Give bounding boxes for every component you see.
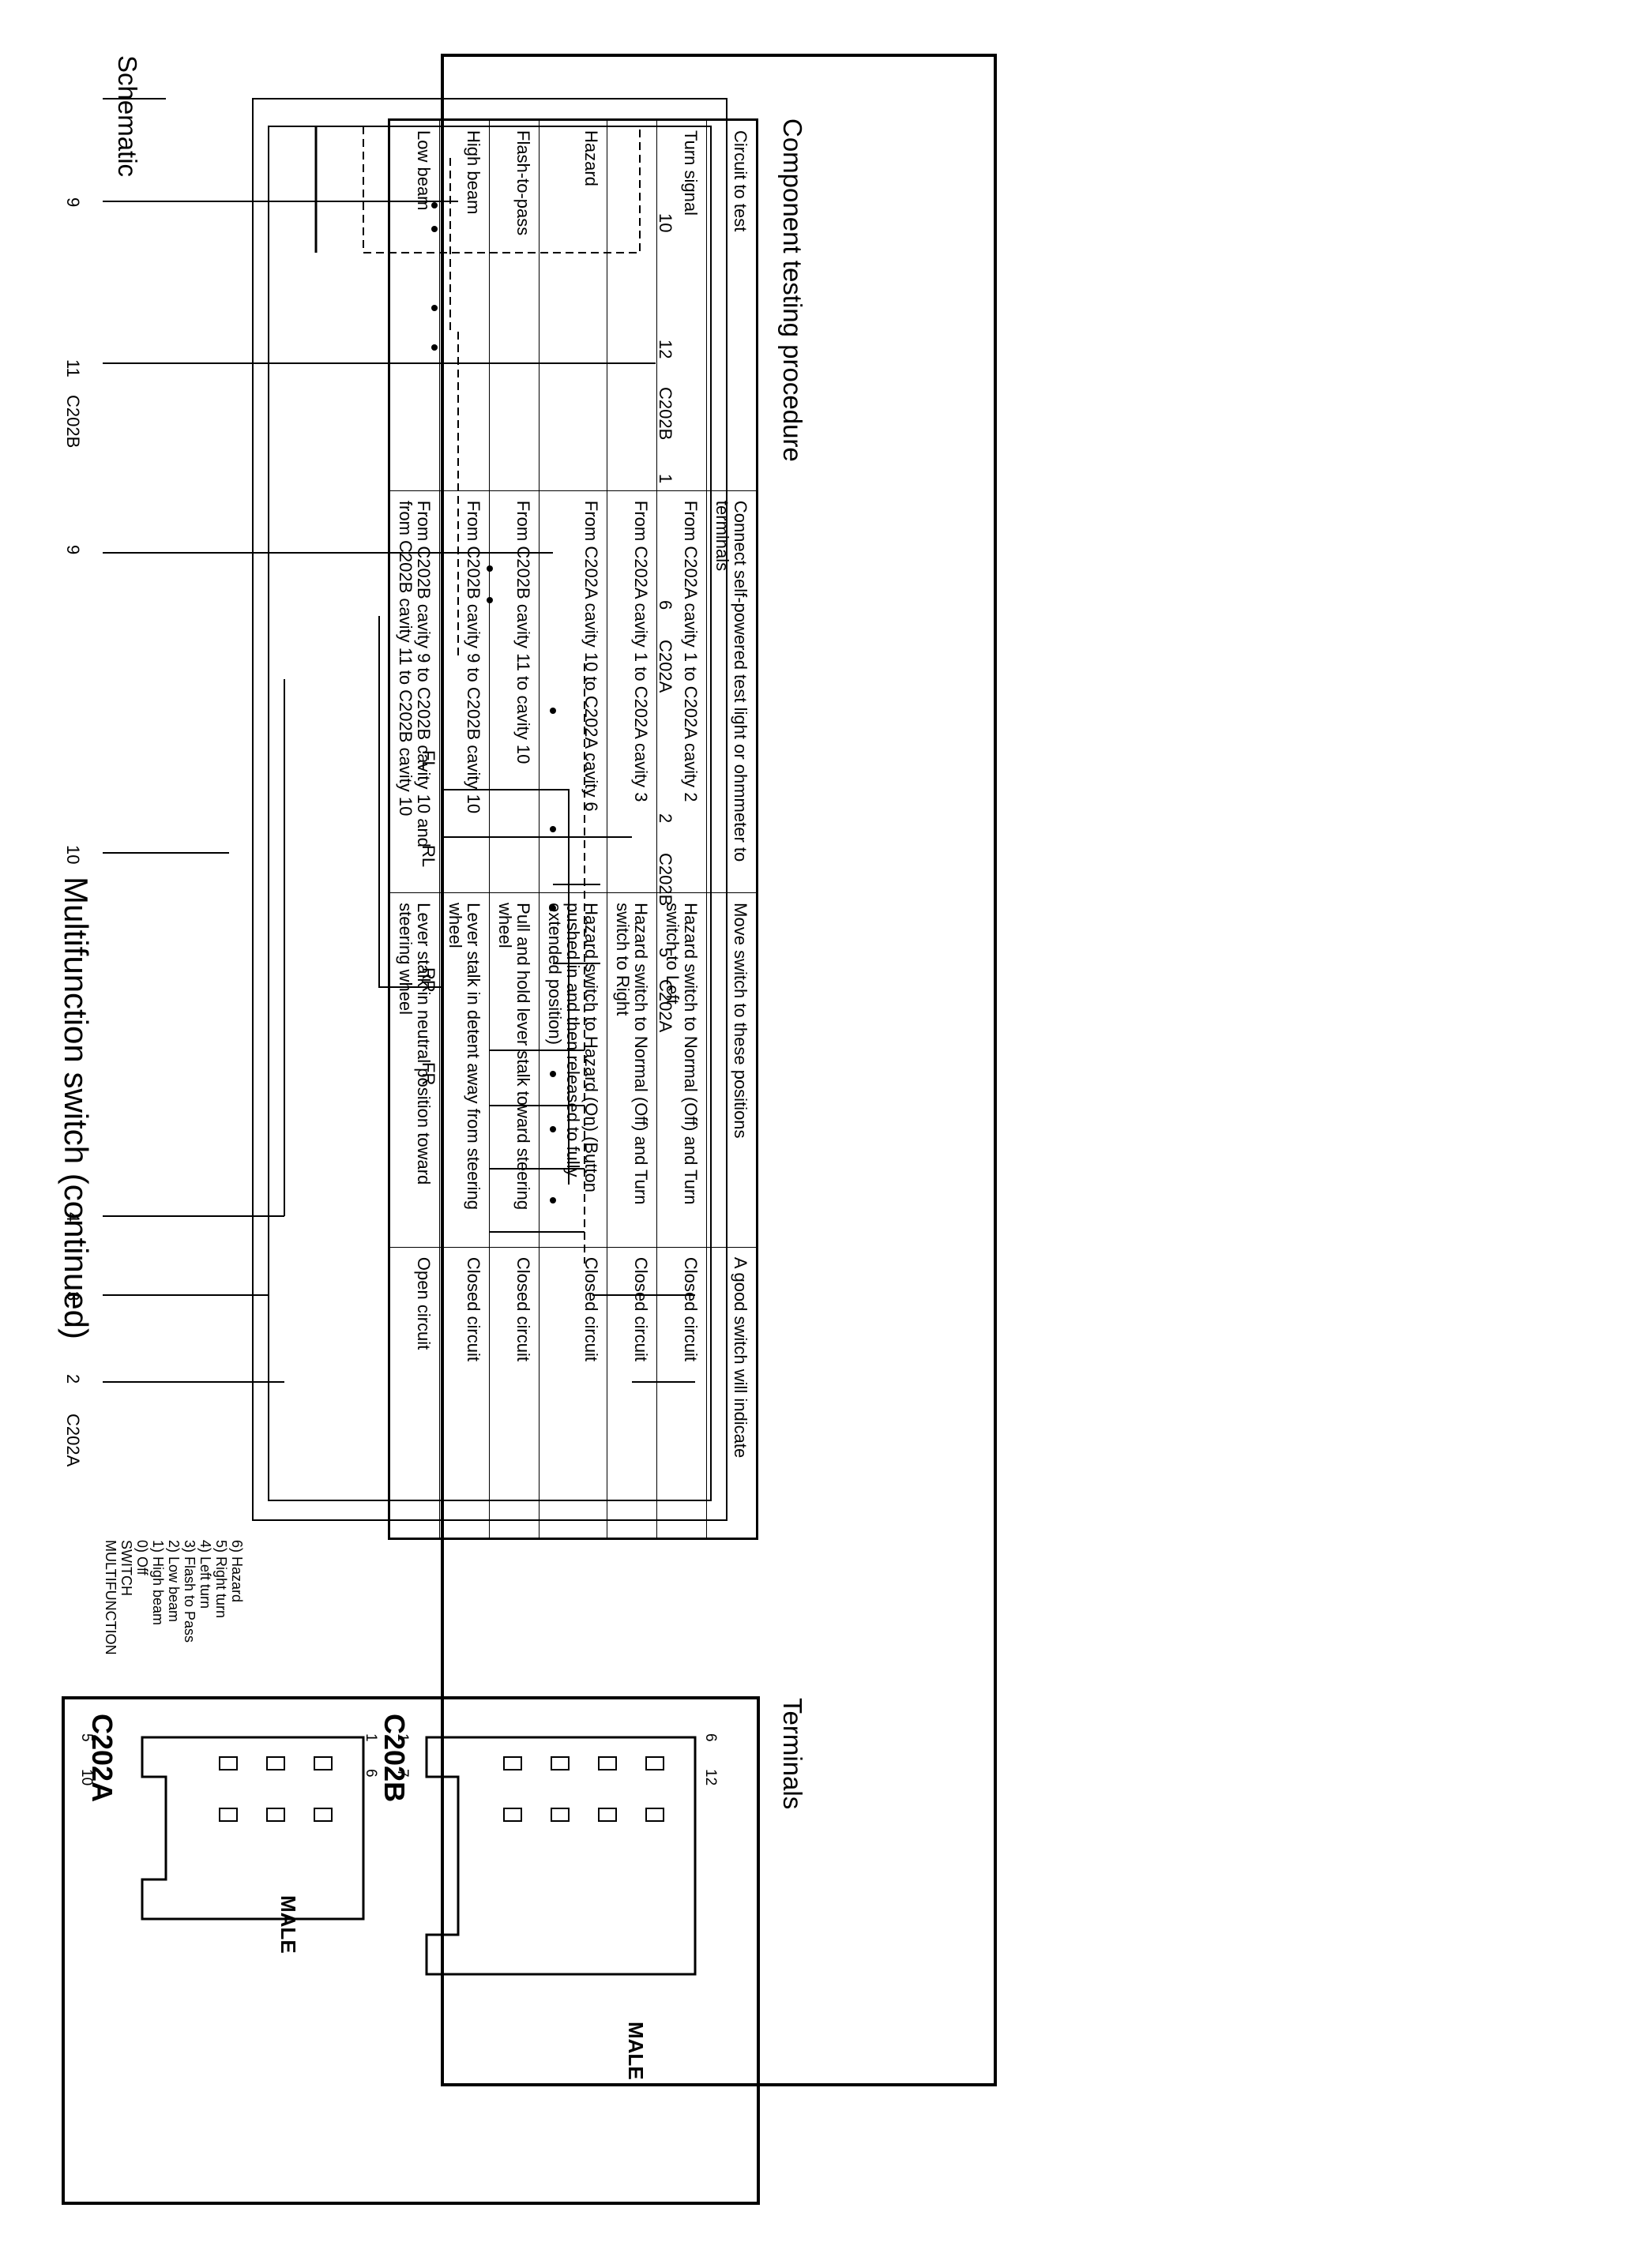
- terminals-frame: [62, 1696, 760, 2205]
- c202b-gender: MALE: [624, 2022, 648, 2080]
- c202a-pin-1: 1: [363, 1733, 379, 1742]
- c202b-cavities: [503, 1756, 664, 1822]
- c202a-pin-10: 10: [78, 1769, 95, 1786]
- c202b-pin-12: 12: [702, 1769, 719, 1786]
- c202b-pin-7: 7: [394, 1769, 411, 1778]
- c202a-outline: [141, 1736, 365, 1921]
- c202a-cavities: [219, 1756, 333, 1822]
- c202b-pin-6: 6: [702, 1733, 719, 1742]
- c202b-outline: [425, 1736, 697, 1976]
- c202b-name: C202B: [378, 1714, 411, 1803]
- schematic-frame: [441, 54, 997, 2086]
- c202a-pin-5: 5: [78, 1733, 95, 1742]
- c202a-gender: MALE: [276, 1895, 300, 1954]
- c202b-pin-1: 1: [394, 1733, 411, 1742]
- switch-outer-box: [252, 98, 728, 1521]
- c202a-name: C202A: [86, 1714, 118, 1803]
- switch-inner-box: [268, 126, 712, 1501]
- c202a-pin-6: 6: [363, 1769, 379, 1778]
